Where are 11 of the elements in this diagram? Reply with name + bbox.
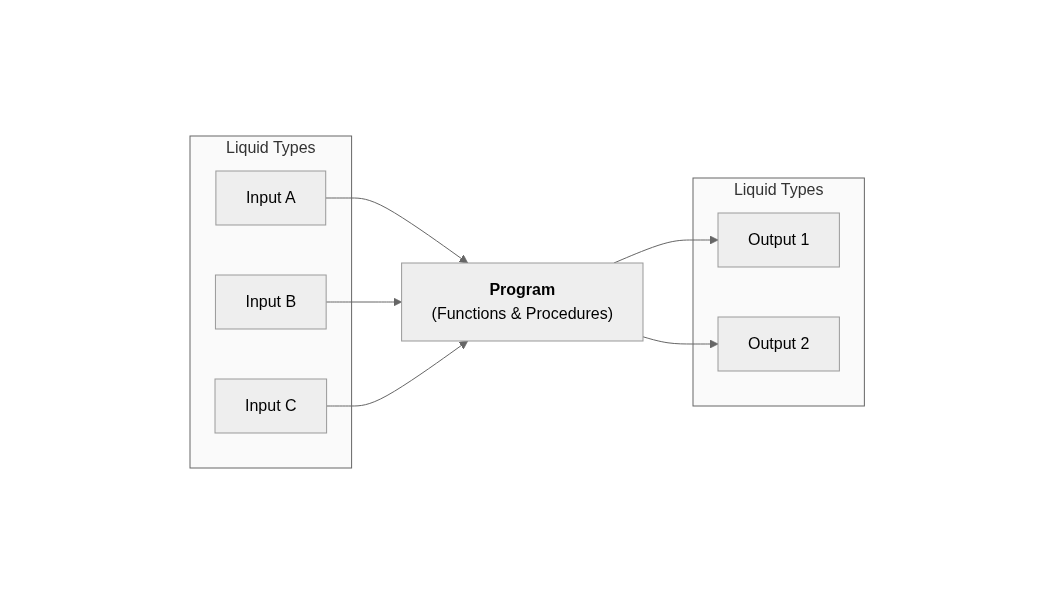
- arrow: [325, 197, 468, 264]
- arrow: [642, 336, 719, 349]
- arrow: [325, 297, 402, 307]
- arrow: [613, 235, 719, 264]
- node-box: Input C: [214, 378, 327, 434]
- node-box: Program (Functions & Procedures): [400, 262, 644, 342]
- node-box: Input A: [215, 170, 326, 226]
- node-box: Output 2: [717, 316, 840, 372]
- node-box: Output 1: [717, 212, 840, 268]
- node-box: Input B: [214, 274, 327, 330]
- arrow: [325, 340, 468, 407]
